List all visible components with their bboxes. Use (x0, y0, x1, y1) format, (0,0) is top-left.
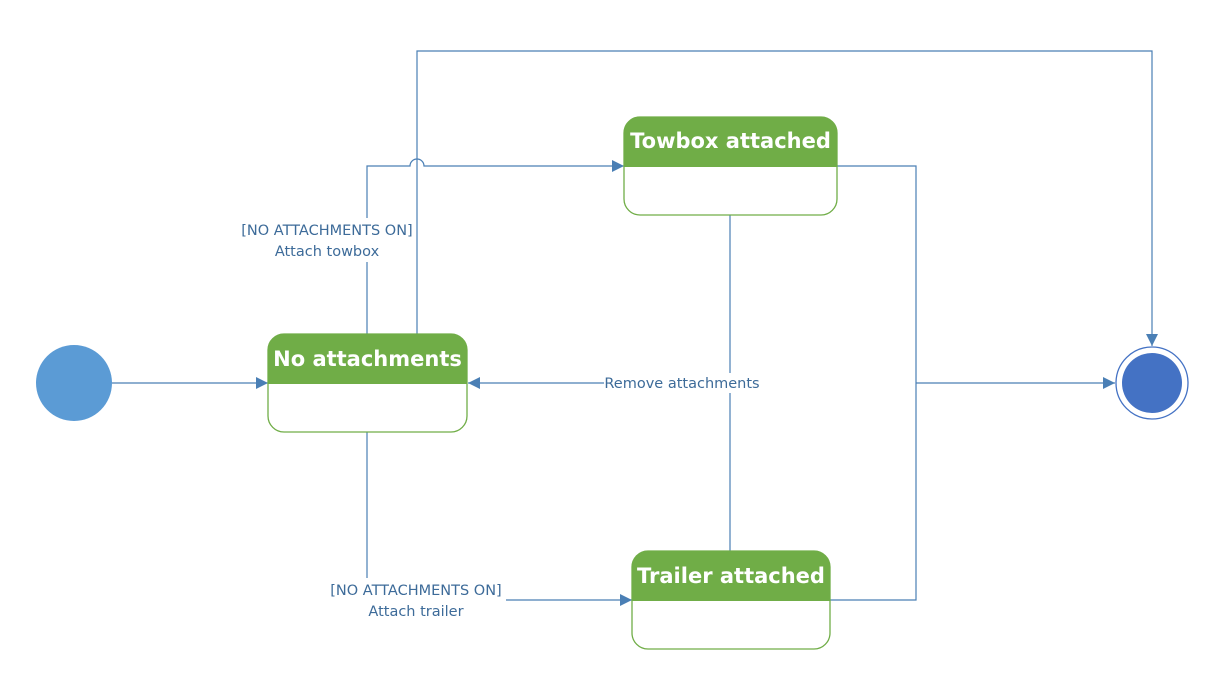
final-node (1115, 346, 1189, 420)
initial-node (36, 345, 112, 421)
state-towbox-attached[interactable]: Towbox attached (623, 116, 838, 216)
remove-attachments-label: Remove attachments (604, 376, 759, 392)
towbox-to-final-edge (837, 165, 917, 383)
attach-trailer-edge (366, 432, 632, 606)
trailer-to-final-edge (830, 383, 917, 601)
no-attachments-to-final-edge (416, 50, 1158, 346)
state-no-attachments[interactable]: No attachments (267, 333, 468, 433)
attach-trailer-action-label: Attach trailer (368, 604, 463, 620)
state-no-attachments-title: No attachments (273, 347, 462, 371)
attach-trailer-guard-label: [NO ATTACHMENTS ON] (330, 583, 501, 599)
state-trailer-attached[interactable]: Trailer attached (631, 550, 831, 650)
attach-towbox-edge (366, 158, 624, 334)
attach-towbox-guard-label: [NO ATTACHMENTS ON] (241, 223, 412, 239)
attach-towbox-action-label: Attach towbox (275, 244, 380, 260)
state-trailer-attached-title: Trailer attached (637, 564, 825, 588)
state-towbox-attached-title: Towbox attached (630, 129, 831, 153)
